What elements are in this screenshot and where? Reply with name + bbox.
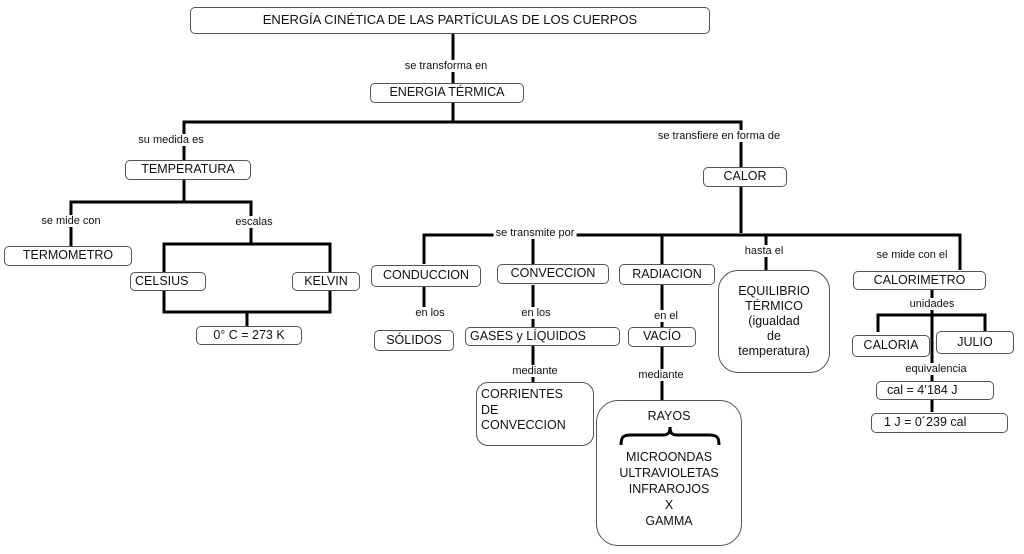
- link-su-medida-es: su medida es: [136, 134, 206, 146]
- node-radiacion: RADIACION: [619, 264, 715, 285]
- node-calor: CALOR: [703, 167, 787, 187]
- node-temperatura: TEMPERATURA: [125, 160, 251, 180]
- node-celsius: CELSIUS: [130, 272, 206, 291]
- node-energia-termica: ENERGIA TÉRMICA: [370, 83, 524, 103]
- curly-brace-icon: [619, 426, 721, 446]
- node-julio-equivalencia: 1 J = 0´239 cal: [871, 413, 1008, 433]
- rayo-item: MICROONDAS: [625, 450, 713, 464]
- node-energia-cinetica: ENERGÍA CINÉTICA DE LAS PARTÍCULAS DE LO…: [190, 7, 710, 34]
- link-escalas: escalas: [233, 216, 275, 228]
- link-hasta-el: hasta el: [742, 245, 786, 257]
- node-conduccion: CONDUCCION: [371, 265, 481, 287]
- link-se-mide-con-el: se mide con el: [874, 249, 950, 261]
- node-rayos: RAYOS MICROONDAS ULTRAVIOLETAS INFRAROJO…: [596, 400, 742, 546]
- link-se-transfiere: se transfiere en forma de: [655, 130, 783, 142]
- rayo-item: X: [664, 498, 674, 512]
- connector: [876, 313, 987, 332]
- node-cal-equivalencia: cal = 4’184 J: [876, 381, 994, 400]
- rayos-title: RAYOS: [647, 409, 691, 423]
- node-julio: JULIO: [936, 331, 1014, 354]
- link-en-el: en el: [652, 310, 680, 322]
- link-unidades: unidades: [907, 298, 957, 310]
- connector: [182, 120, 743, 168]
- connector: [422, 233, 962, 270]
- connector: [162, 290, 332, 314]
- node-termometro: TERMOMETRO: [4, 246, 132, 266]
- rayo-item: INFRAROJOS: [628, 482, 710, 496]
- link-se-transforma-en: se transforma en: [402, 60, 490, 72]
- node-caloria: CALORIA: [852, 335, 930, 357]
- node-equilibrio-termico: EQUILIBRIO TÉRMICO (igualdad de temperat…: [718, 270, 830, 373]
- node-calorimetro: CALORIMETRO: [853, 271, 986, 290]
- link-se-transmite-por: se transmite por: [493, 227, 577, 239]
- link-en-los-1: en los: [413, 307, 447, 319]
- link-equivalencia: equivalencia: [903, 363, 969, 375]
- rayos-list: MICROONDAS ULTRAVIOLETAS INFRAROJOS X GA…: [597, 449, 741, 529]
- node-gases-liquidos: GASES y LÍQUIDOS: [465, 327, 620, 346]
- connector: [162, 242, 332, 272]
- node-cero-celsius-kelvin: 0° C = 273 K: [196, 326, 302, 345]
- link-mediante-2: mediante: [636, 369, 686, 381]
- rayo-item: ULTRAVIOLETAS: [619, 466, 719, 480]
- rayo-item: GAMMA: [645, 514, 693, 528]
- node-solidos: SÓLIDOS: [374, 330, 454, 351]
- link-mediante-1: mediante: [510, 365, 560, 377]
- node-vacio: VACÍO: [628, 327, 696, 347]
- node-corrientes-conveccion: CORRIENTES DE CONVECCION: [476, 382, 594, 446]
- link-se-mide-con: se mide con: [39, 215, 103, 227]
- node-kelvin: KELVIN: [292, 272, 360, 291]
- node-conveccion: CONVECCION: [497, 264, 609, 284]
- link-en-los-2: en los: [519, 307, 553, 319]
